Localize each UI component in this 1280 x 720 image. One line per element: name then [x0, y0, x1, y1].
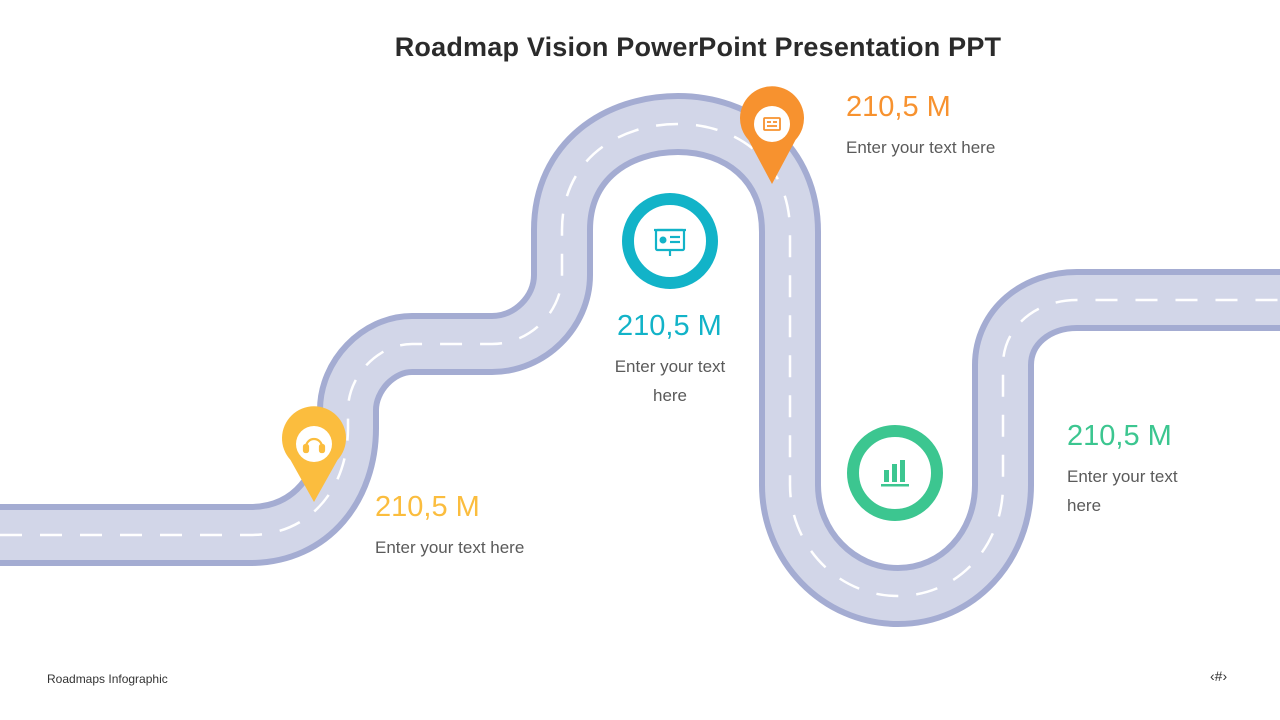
- page-number: ‹#›: [1210, 668, 1228, 684]
- milestone-text-line: Enter your text: [1067, 467, 1178, 486]
- milestone-value-orange: 210,5 M: [846, 91, 951, 123]
- road-center-dashes: [0, 122, 1280, 598]
- milestone-value-teal: 210,5 M: [617, 310, 722, 342]
- milestone-text-line: here: [652, 386, 688, 405]
- milestone-marker-yellow: [282, 406, 346, 502]
- milestone-text-teal: Enter your text here: [600, 352, 740, 410]
- footer-label: Roadmaps Infographic: [47, 672, 168, 686]
- milestone-value-yellow: 210,5 M: [375, 491, 480, 523]
- milestone-marker-teal: [622, 193, 718, 289]
- presentation-board-icon: [654, 228, 686, 256]
- milestone-text-orange: Enter your text here: [846, 133, 995, 162]
- milestone-value-green: 210,5 M: [1067, 420, 1172, 452]
- milestone-marker-orange: [740, 86, 805, 184]
- milestone-text-line: here: [1067, 496, 1102, 515]
- bar-chart-icon: [881, 460, 909, 487]
- headset-icon: [302, 437, 326, 454]
- slide-title: Roadmap Vision PowerPoint Presentation P…: [394, 32, 1002, 62]
- milestone-text-green: Enter your text here: [1067, 462, 1178, 520]
- milestone-text-line: Enter your text here: [846, 138, 996, 157]
- id-card-icon: [763, 117, 781, 131]
- milestone-marker-green: [847, 425, 943, 521]
- milestone-text-line: Enter your text: [614, 357, 726, 376]
- milestone-text-line: Enter your text here: [375, 538, 525, 557]
- milestone-text-yellow: Enter your text here: [375, 533, 524, 562]
